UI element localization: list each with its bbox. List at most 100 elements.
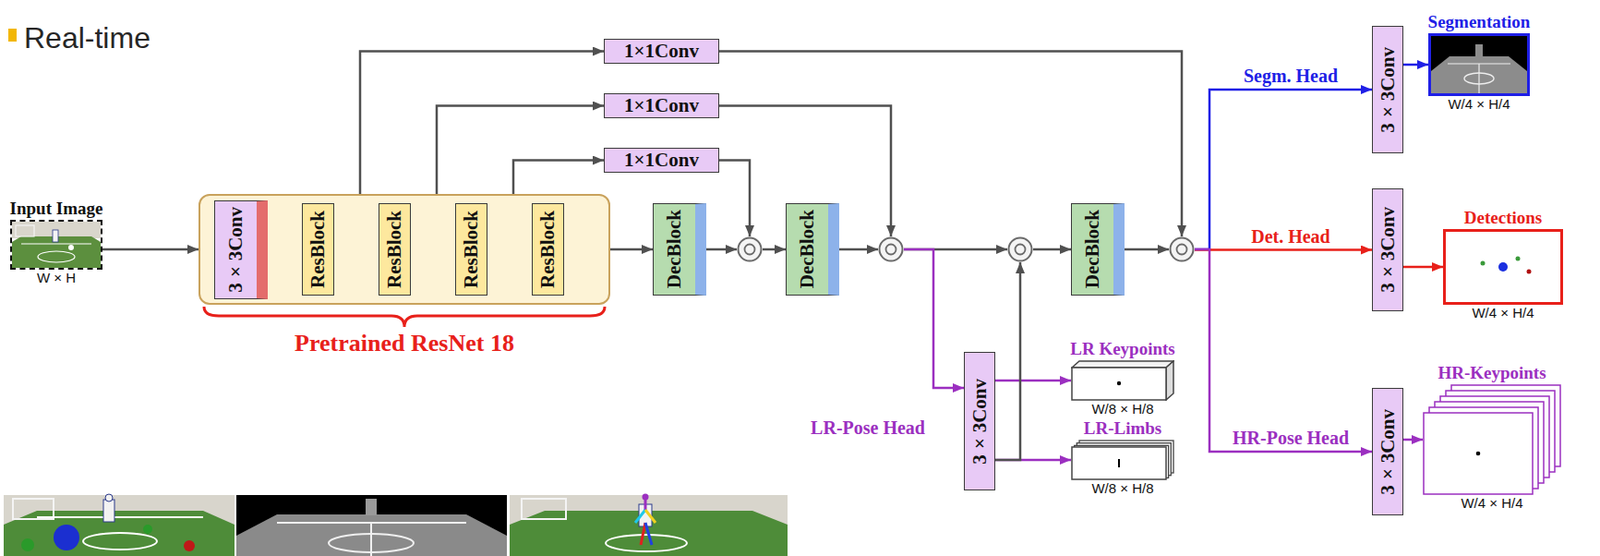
output-frame (1070, 360, 1175, 401)
art-shape (645, 522, 652, 545)
art-shape (642, 493, 650, 501)
block-label: 1×1Conv (624, 41, 699, 61)
output-frame (1443, 228, 1564, 305)
art-shape (236, 494, 507, 556)
block-label: ResBlock (461, 210, 482, 289)
art-shape (1431, 36, 1528, 94)
art-shape (1170, 238, 1194, 262)
art-shape (36, 516, 204, 518)
art-shape (83, 532, 157, 550)
art-shape (1478, 63, 1480, 94)
size-label: W/4 × H/4 (1460, 494, 1523, 512)
segmentation-thumbnail (236, 494, 507, 556)
merge-node (878, 236, 904, 263)
art-shape (1166, 360, 1174, 400)
merge-node (1168, 236, 1195, 263)
dec-block: DecBlock (785, 203, 840, 296)
output-map: DetectionsW/4 × H/4 (1440, 206, 1566, 322)
art-shape (365, 498, 377, 516)
art-shape (521, 498, 566, 519)
art-shape (635, 509, 646, 523)
connector-arrow (706, 248, 737, 252)
connector-arrow (995, 379, 1071, 383)
art-shape (1117, 381, 1121, 385)
art-shape (204, 306, 605, 327)
connector-arrow (1403, 265, 1444, 269)
connector-arrow (1194, 249, 1372, 452)
block-label: 3×3Conv (1378, 409, 1398, 495)
conv-block: 3×3Conv (1371, 25, 1404, 154)
connector-arrow (1403, 438, 1423, 442)
art-shape (605, 534, 687, 552)
block-label: 1×1Conv (624, 150, 699, 170)
map-title: Input Image (10, 197, 104, 220)
art-shape (68, 244, 74, 251)
art-shape (15, 225, 35, 237)
connector-arrow (719, 160, 750, 238)
output-frame (1422, 384, 1562, 495)
art-shape (1464, 72, 1494, 85)
curly-bracket (198, 304, 611, 329)
art-shape (3, 510, 235, 556)
conv-block: 3×3Conv (1371, 387, 1404, 516)
art-shape (645, 509, 656, 523)
connector-arrow (1403, 63, 1429, 67)
art-shape (1423, 412, 1533, 494)
art-shape (1071, 367, 1167, 400)
edge-label-holder: Det. Head (1248, 226, 1334, 247)
art-shape (105, 493, 113, 502)
connector-arrow (1033, 248, 1071, 252)
art-shape (1071, 360, 1174, 368)
block-label: DecBlock (664, 209, 685, 289)
size-label: W/8 × H/8 (1091, 400, 1154, 418)
connector-arrow (762, 248, 786, 252)
art-shape (1071, 446, 1167, 480)
dec-block: DecBlock (652, 203, 707, 296)
map-title: HR-Keypoints (1437, 361, 1546, 385)
art-shape (738, 238, 762, 262)
res-block: ResBlock (378, 203, 411, 296)
label-holder: Real-time (24, 20, 151, 56)
head-label: Segm. Head (1240, 65, 1341, 86)
res-block: ResBlock (301, 203, 335, 296)
edge-label-holder: HR-Pose Head (1229, 427, 1352, 448)
merge-symbol (1168, 236, 1195, 263)
connector-arrow (903, 249, 964, 388)
art-shape (12, 498, 54, 519)
art-shape (1009, 238, 1033, 262)
backbone-group: Pretrained ResNet 183×3ConvResBlockResBl… (198, 193, 611, 359)
art-shape (886, 244, 897, 255)
output-frame (1070, 439, 1175, 481)
block-label: ResBlock (308, 210, 328, 289)
block-label: 3×3Conv (1378, 47, 1398, 133)
block-label: 3×3Conv (1378, 206, 1398, 293)
block-label: 1×1Conv (624, 96, 699, 116)
merge-symbol (878, 236, 904, 263)
merge-node (1007, 236, 1034, 263)
art-shape (1515, 256, 1521, 262)
art-shape (236, 514, 507, 556)
output-frame (1428, 33, 1530, 97)
edge-label-holder: Segm. Head (1240, 65, 1341, 86)
input-image: Input Image W × H (5, 197, 108, 287)
art-shape (509, 494, 788, 556)
output-map: HR-KeypointsW/4 × H/4 (1419, 361, 1564, 512)
conv-block: 1×1Conv (603, 38, 720, 64)
bullet-square (8, 28, 17, 42)
conv-block: 1×1Conv (603, 93, 720, 119)
block-label: 3×3Conv (226, 206, 246, 293)
connector-arrow (1194, 248, 1372, 252)
art-shape (1177, 244, 1188, 255)
art-shape (103, 499, 115, 522)
map-title: LR Keypoints (1070, 337, 1176, 361)
edge-label-holder: LR-Pose Head (807, 417, 928, 438)
bullet-text: Real-time (24, 20, 151, 56)
art-shape (53, 524, 80, 551)
map-title: Segmentation (1428, 11, 1531, 34)
art-shape (1431, 56, 1528, 94)
size-label: W × H (36, 269, 76, 287)
output-map: LR-LimbsW/8 × H/8 (1069, 417, 1177, 497)
merge-symbol (1007, 236, 1034, 263)
art-shape (1118, 458, 1120, 468)
conv-block: 3×3Conv (963, 351, 996, 491)
